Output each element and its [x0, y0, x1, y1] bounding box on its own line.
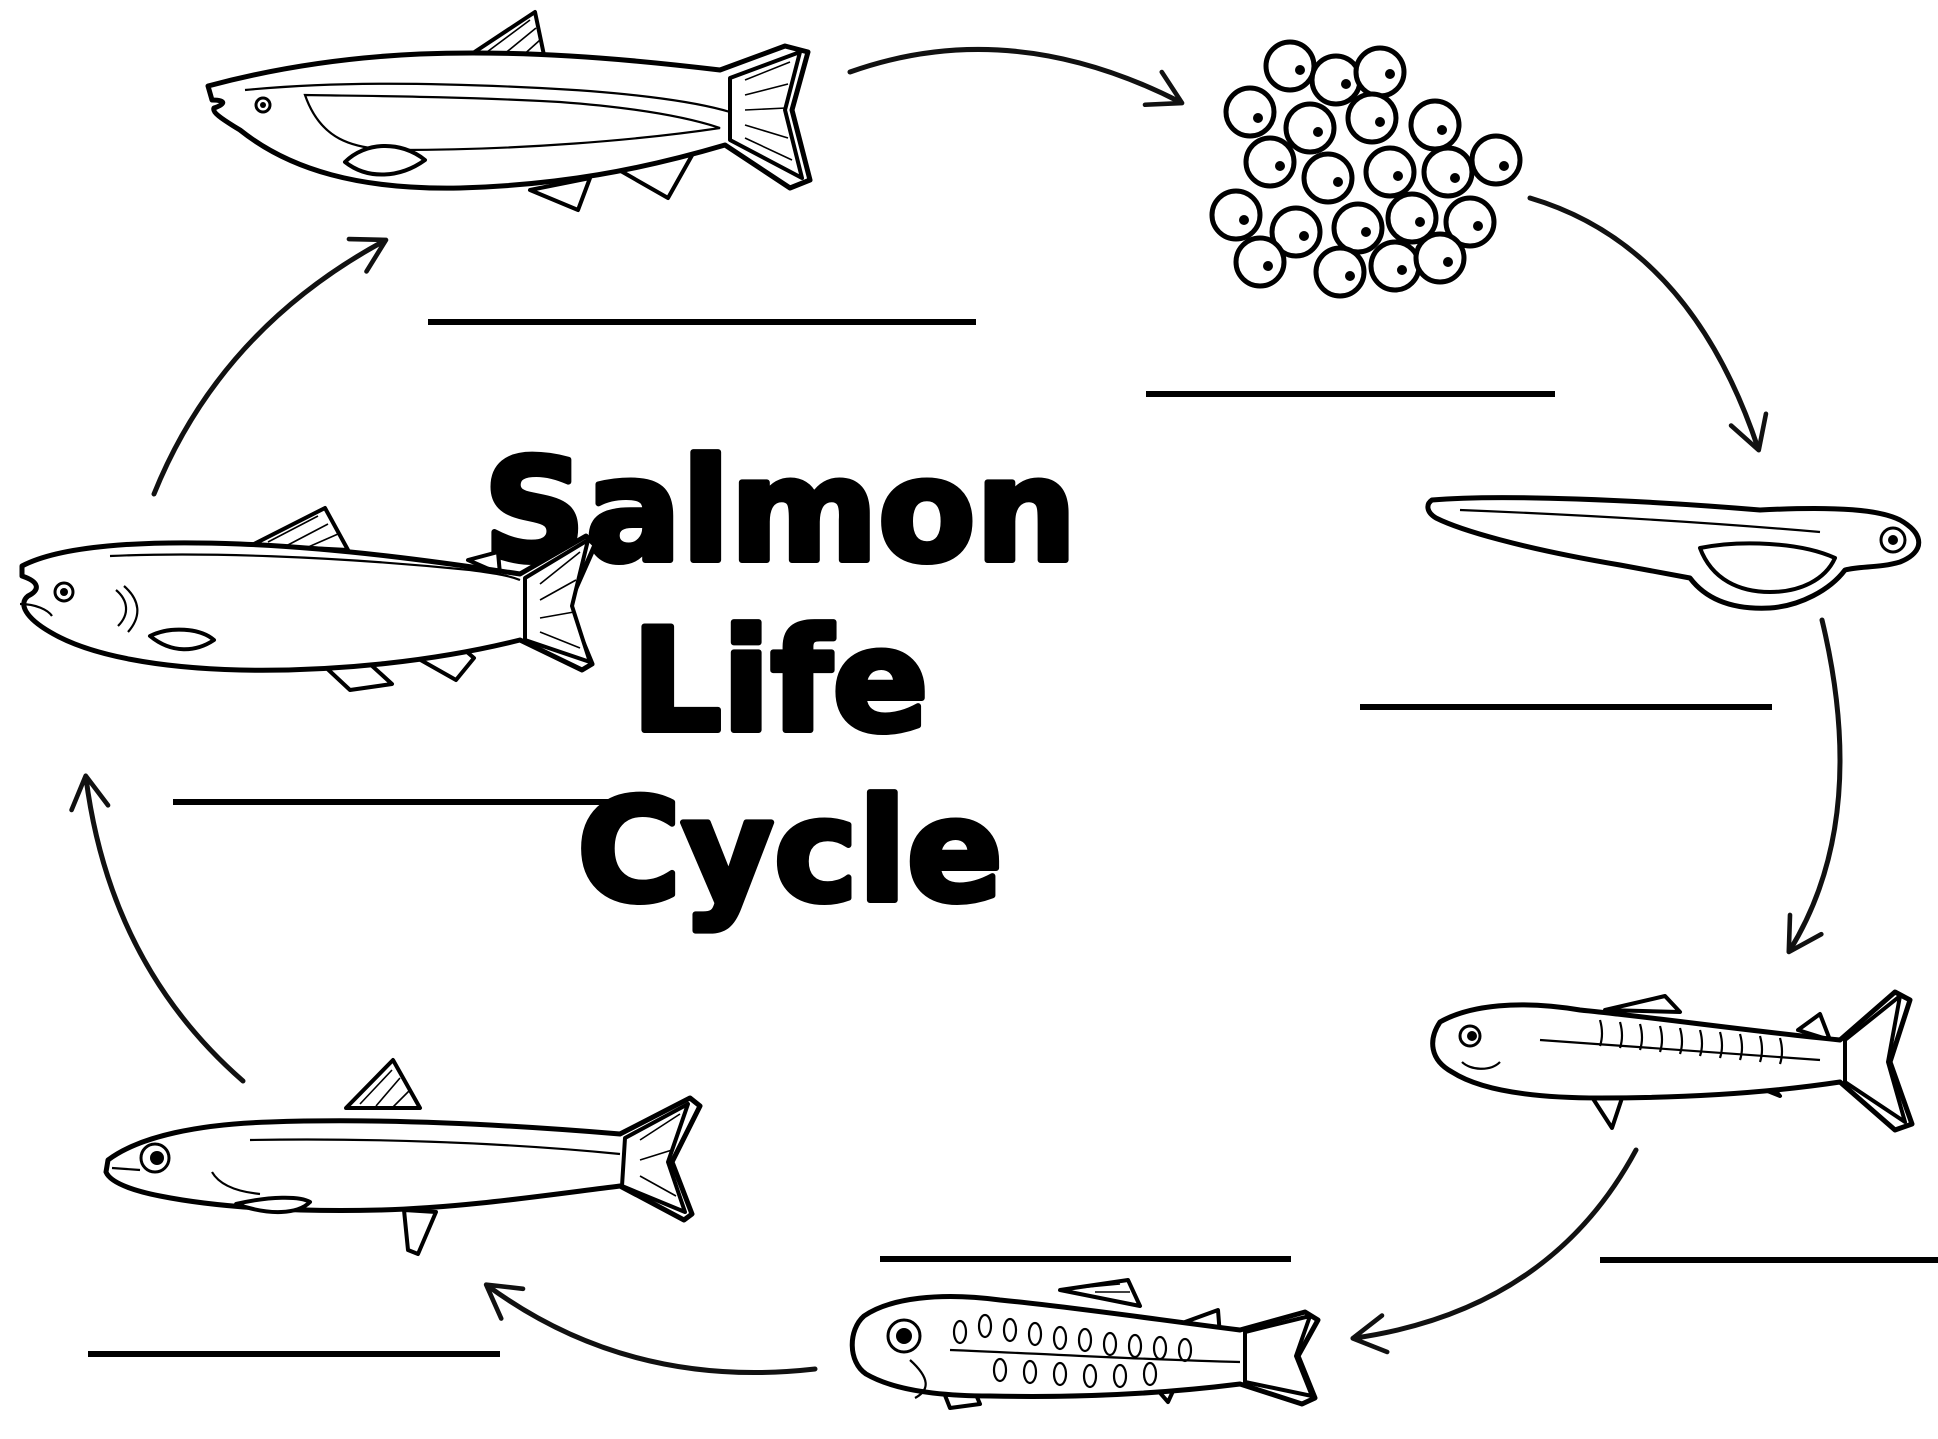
salmon-eggs-icon — [1212, 42, 1520, 296]
adult-salmon-icon — [208, 12, 810, 210]
arrow-adult-to-eggs — [850, 49, 1180, 102]
arrow-ocean-adult-to-adult — [154, 241, 384, 494]
arrow-smolt-to-ocean-adult — [86, 778, 243, 1081]
arrow-fry-to-parr — [1355, 1150, 1636, 1338]
title: Salmon Life Cycle — [483, 429, 1076, 934]
title-line-life: Life — [631, 599, 928, 764]
parr-icon — [852, 1280, 1318, 1408]
smolt-icon — [106, 1060, 700, 1254]
fry-icon — [1433, 992, 1912, 1130]
arrow-parr-to-smolt — [488, 1286, 815, 1373]
title-line-cycle: Cycle — [577, 769, 1003, 934]
arrow-eggs-to-alevin — [1530, 198, 1758, 448]
arrow-alevin-to-fry — [1790, 620, 1840, 950]
alevin-icon — [1428, 498, 1919, 609]
